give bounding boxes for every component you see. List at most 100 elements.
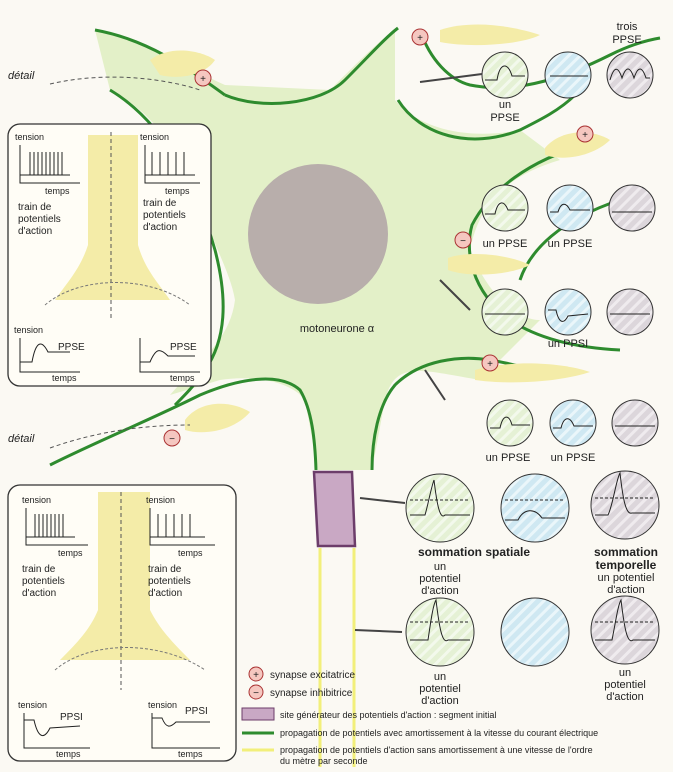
bouton-top-right — [440, 25, 540, 46]
minus-icon: − — [253, 688, 259, 699]
rec-label: d'action — [606, 691, 644, 703]
scope-blue — [547, 185, 593, 231]
axis-label-tension: tension — [14, 325, 43, 335]
scope-green — [482, 52, 528, 98]
scope-blue — [545, 289, 591, 335]
rec-label: un — [619, 667, 631, 679]
rec-label: d'action — [421, 695, 459, 707]
summation-spatial-title: sommation spatiale — [418, 545, 530, 559]
plus-icon: + — [253, 670, 259, 681]
legend-site-label: site générateur des potentiels d'action … — [280, 710, 496, 720]
train-label: train de — [22, 564, 56, 575]
bouton-left-inhib — [185, 404, 250, 432]
axis-label-temps: temps — [56, 749, 81, 759]
ppse-label: PPSE — [58, 342, 85, 353]
initial-segment — [314, 472, 355, 546]
rec-label: un — [434, 561, 446, 573]
scope-blue-large — [501, 474, 569, 542]
scope-green — [482, 289, 528, 335]
inset-bottom: tension temps train de potentiels d'acti… — [8, 485, 236, 761]
scope-grey — [612, 400, 658, 446]
scope-grey-large — [591, 596, 659, 664]
scope-green — [482, 185, 528, 231]
scope-grey — [607, 52, 653, 98]
legend-green-label: propagation de potentiels avec amortisse… — [280, 728, 598, 738]
plus-icon: + — [582, 130, 588, 141]
train-label: train de — [148, 564, 182, 575]
axis-label-temps: temps — [178, 749, 203, 759]
scope-grey — [609, 185, 655, 231]
train-label: d'action — [18, 226, 52, 237]
train-label: potentiels — [143, 210, 186, 221]
detail-label-top: détail — [8, 70, 35, 82]
rec-label: potentiel — [419, 683, 461, 695]
ppsi-label: PPSI — [60, 712, 83, 723]
axis-label-tension: tension — [15, 132, 44, 142]
rec-label: un PPSE — [486, 452, 531, 464]
bouton-right-2 — [448, 254, 530, 275]
neuron-label: motoneurone α — [300, 323, 375, 335]
summation-temporal-title: temporelle — [596, 558, 657, 572]
axon — [314, 472, 355, 767]
electrode — [425, 370, 445, 400]
rec-label: un — [434, 671, 446, 683]
train-label: train de — [18, 202, 52, 213]
legend-site-swatch — [242, 708, 274, 720]
scope-blue — [545, 52, 591, 98]
rec-label: un potentiel — [598, 572, 655, 584]
train-label: potentiels — [148, 576, 191, 587]
axis-label-temps: temps — [170, 373, 195, 383]
train-label: train de — [143, 198, 177, 209]
electrode — [355, 630, 402, 632]
ppsi-label: PPSI — [185, 706, 208, 717]
rec-label: PPSE — [490, 112, 519, 124]
rec-label: un — [499, 99, 511, 111]
electrode — [360, 498, 405, 503]
scope-blue-large — [501, 598, 569, 666]
train-label: d'action — [148, 588, 182, 599]
train-label: d'action — [143, 222, 177, 233]
rec-label: un PPSI — [548, 338, 588, 350]
train-label: potentiels — [22, 576, 65, 587]
rec-label: potentiel — [604, 679, 646, 691]
rec-label: PPSE — [612, 34, 641, 46]
nucleus — [248, 164, 388, 304]
axis-label-temps: temps — [45, 186, 70, 196]
axis-label-temps: temps — [52, 373, 77, 383]
train-label: d'action — [22, 588, 56, 599]
scope-green-large — [406, 598, 474, 666]
plus-icon: + — [417, 33, 423, 44]
scope-green-large — [406, 474, 474, 542]
scope-grey — [607, 289, 653, 335]
rec-label: un PPSE — [483, 238, 528, 250]
legend-yellow-label: du mètre par seconde — [280, 756, 368, 766]
summation-temporal-title: sommation — [594, 545, 658, 559]
scope-green — [487, 400, 533, 446]
axis-label-temps: temps — [165, 186, 190, 196]
minus-icon: − — [460, 236, 466, 247]
membrane-lower-left — [50, 379, 316, 470]
detail-label-bottom: détail — [8, 433, 35, 445]
rec-label: d'action — [421, 585, 459, 597]
legend-excit-label: synapse excitatrice — [270, 670, 355, 681]
ppse-label: PPSE — [170, 342, 197, 353]
rec-label: trois — [617, 21, 638, 33]
axis-label-tension: tension — [18, 700, 47, 710]
train-label: potentiels — [18, 214, 61, 225]
plus-icon: + — [487, 359, 493, 370]
legend-inhib-label: synapse inhibitrice — [270, 688, 353, 699]
axis-label-tension: tension — [140, 132, 169, 142]
axis-label-tension: tension — [148, 700, 177, 710]
plus-icon: + — [200, 74, 206, 85]
minus-icon: − — [169, 434, 175, 445]
legend-yellow-label: propagation de potentiels d'action sans … — [280, 745, 593, 755]
legend: + synapse excitatrice − synapse inhibitr… — [242, 667, 598, 766]
rec-label: d'action — [607, 584, 645, 596]
rec-label: potentiel — [419, 573, 461, 585]
axis-label-tension: tension — [22, 495, 51, 505]
axis-label-tension: tension — [146, 495, 175, 505]
inset-top: tension temps train de potentiels d'acti… — [8, 124, 211, 386]
rec-label: un PPSE — [551, 452, 596, 464]
